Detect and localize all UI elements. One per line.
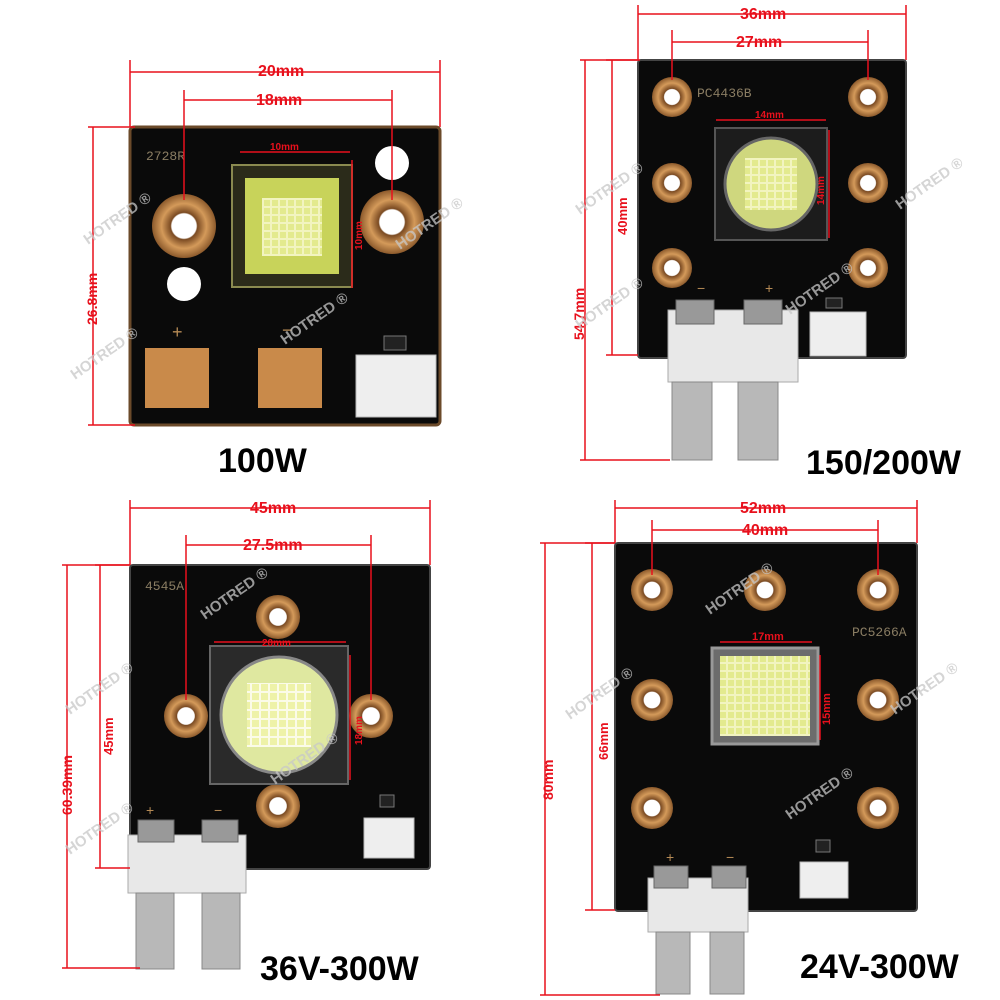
dim-height: 60.39mm: [59, 755, 75, 815]
pcb-code: PC4436B: [697, 86, 752, 101]
led-chip-core: [745, 158, 797, 210]
mount-hole: [744, 569, 786, 611]
led-chip-core: [247, 683, 311, 747]
title-150-200w: 150/200W: [806, 444, 962, 482]
terminal-screw: [743, 299, 783, 325]
dim-hole-span: 27.5mm: [243, 537, 303, 554]
polarity-minus: −: [214, 802, 222, 818]
mount-hole: [164, 694, 208, 738]
dim-inner-height: 45mm: [101, 717, 116, 755]
connector: [809, 311, 867, 357]
dim-hole-span: 18mm: [256, 92, 302, 109]
mount-hole: [857, 787, 899, 829]
led-chip-emitter: [720, 656, 810, 736]
solder-pad-minus: [258, 348, 322, 408]
title-100w: 100W: [218, 442, 308, 480]
mount-hole: [848, 163, 888, 203]
mount-hole: [652, 77, 692, 117]
mount-hole: [256, 595, 300, 639]
connector: [355, 354, 437, 418]
module-36v-300w: 4545A + − 45mm 27.5mm 60.39mm 45mm 20mm …: [59, 500, 431, 988]
dim-outer-width: 36mm: [740, 6, 786, 23]
dim-chip-height: 10mm: [354, 221, 365, 250]
dim-chip-width: 10mm: [270, 142, 299, 153]
dim-outer-width: 45mm: [250, 500, 296, 517]
mount-hole: [652, 248, 692, 288]
solder-pad-plus: [145, 348, 209, 408]
watermark: HOTRED ®: [573, 159, 647, 218]
mount-hole: [349, 694, 393, 738]
dim-chip-width: 14mm: [755, 110, 784, 121]
ntc-sensor: [815, 839, 831, 853]
mount-hole: [360, 190, 424, 254]
connector: [363, 817, 415, 859]
mount-hole: [848, 77, 888, 117]
dim-chip-height: 14mm: [816, 176, 827, 205]
mount-hole: [631, 787, 673, 829]
polarity-minus: −: [282, 320, 293, 340]
dim-inner-height: 40mm: [615, 197, 630, 235]
dim-height: 26.8mm: [84, 273, 100, 325]
mount-hole: [857, 679, 899, 721]
mount-hole: [256, 784, 300, 828]
mount-hole-small: [167, 267, 201, 301]
terminal-tab-plus: [135, 892, 175, 970]
dim-chip-height: 15mm: [821, 693, 833, 725]
mount-hole: [652, 163, 692, 203]
dim-height: 80mm: [540, 760, 556, 800]
terminal-tab-minus: [201, 892, 241, 970]
terminal-tab-plus: [655, 931, 691, 995]
ntc-sensor: [383, 335, 407, 351]
dim-hole-span: 27mm: [736, 34, 782, 51]
module-150-200w: PC4436B − + 36mm 27mm 54.7mm 40mm 14mm: [571, 5, 962, 482]
dim-chip-width: 20mm: [262, 638, 291, 649]
polarity-plus: +: [666, 849, 674, 865]
connector: [799, 861, 849, 899]
dim-chip-width: 17mm: [752, 631, 784, 643]
pcb-code: PC5266A: [852, 625, 907, 640]
mount-hole: [152, 194, 216, 258]
mount-hole: [848, 248, 888, 288]
dim-inner-height: 66mm: [596, 722, 611, 760]
terminal-block: [127, 834, 247, 894]
pcb-code: 2728R: [146, 149, 185, 164]
led-chip-core: [262, 198, 322, 256]
mount-hole: [857, 569, 899, 611]
title-36v-300w: 36V-300W: [260, 950, 420, 988]
terminal-screw: [711, 865, 747, 889]
terminal-screw: [675, 299, 715, 325]
ntc-sensor: [379, 794, 395, 808]
module-100w: 2728R + − 20mm 18mm 26.8mm 10mm 10mm 100…: [84, 60, 442, 480]
dim-height: 54.7mm: [571, 288, 587, 340]
dim-chip-height: 18mm: [354, 716, 365, 745]
terminal-tab-plus: [737, 381, 779, 461]
polarity-plus: +: [172, 322, 183, 342]
ntc-sensor: [825, 297, 843, 309]
title-24v-300w: 24V-300W: [800, 948, 960, 986]
polarity-minus: −: [697, 280, 705, 296]
dim-outer-width: 20mm: [258, 63, 304, 80]
terminal-tab-minus: [709, 931, 745, 995]
dim-hole-span: 40mm: [742, 522, 788, 539]
mount-hole: [631, 679, 673, 721]
polarity-plus: +: [765, 280, 773, 296]
mount-hole: [631, 569, 673, 611]
dim-outer-width: 52mm: [740, 500, 786, 517]
terminal-screw: [653, 865, 689, 889]
pcb-code: 4545A: [145, 579, 184, 594]
terminal-screw: [137, 819, 175, 843]
polarity-minus: −: [726, 849, 734, 865]
terminal-screw: [201, 819, 239, 843]
terminal-tab-minus: [671, 381, 713, 461]
polarity-plus: +: [146, 802, 154, 818]
module-24v-300w: PC5266A + − 52mm 40mm 80mm 66mm 17mm: [540, 500, 960, 996]
